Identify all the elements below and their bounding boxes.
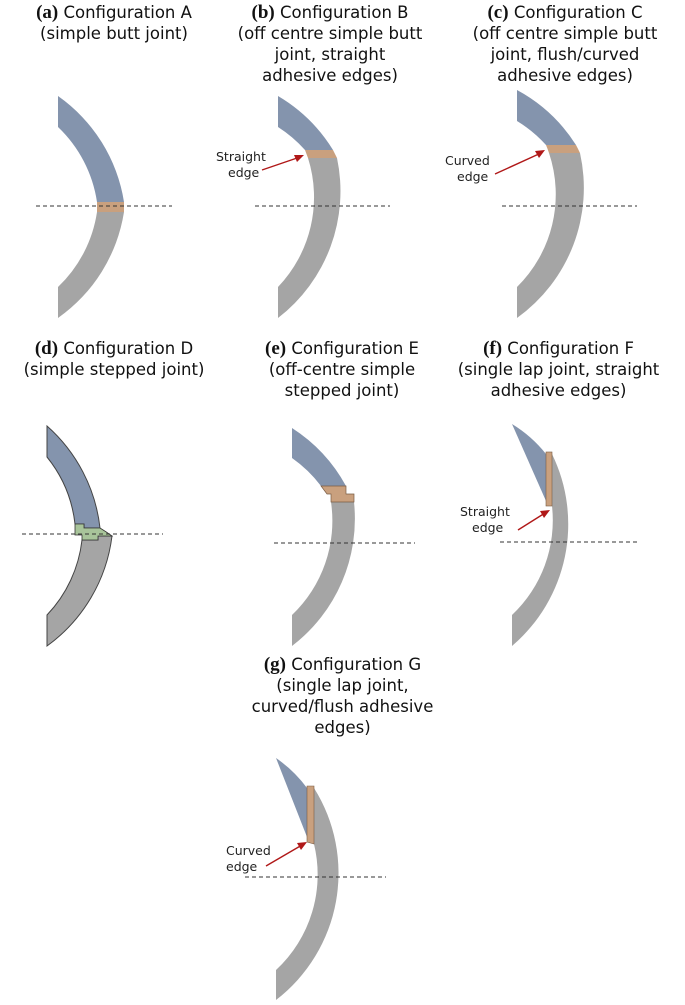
adhesive-layer (74, 523, 114, 541)
caption-sub-line: joint, flush/curved (490, 45, 640, 64)
upper-adherend (278, 96, 333, 150)
panel-a: (a) Configuration A (simple butt joint) (0, 0, 228, 330)
caption-sub-line: (off-centre simple (268, 360, 416, 379)
caption-sub-line: adhesive edges) (497, 66, 633, 85)
caption-a: (a) Configuration A (simple butt joint) (0, 2, 228, 44)
caption-sub-line: stepped joint) (284, 381, 400, 400)
callout-arrow (265, 844, 303, 867)
callout-arrowhead (297, 842, 307, 850)
callout-arrowhead (294, 155, 304, 162)
callout-label: edge (457, 169, 489, 184)
caption-sub-line: (simple stepped joint) (23, 360, 205, 379)
caption-f: (f) Configuration F (single lap joint, s… (444, 338, 673, 401)
caption-c: (c) Configuration C (off centre simple b… (445, 2, 685, 86)
lower-adherend (517, 153, 584, 318)
caption-title: Configuration E (291, 339, 419, 358)
caption-letter: (d) (34, 338, 59, 359)
adhesive-layer (306, 785, 315, 845)
caption-title: Configuration F (507, 339, 634, 358)
callout-label: edge (226, 859, 258, 874)
callout-arrowhead (540, 510, 550, 518)
adhesive-layer (546, 145, 580, 153)
caption-sub-line: adhesive edges) (262, 66, 398, 85)
joint-diagram-g: Curved edge (226, 758, 386, 1000)
upper-adherend (517, 90, 576, 145)
callout-arrow (261, 156, 301, 171)
caption-title: Configuration C (513, 3, 643, 22)
joint-diagram-c: Curved edge (445, 90, 637, 318)
caption-title: Configuration D (63, 339, 194, 358)
adhesive-layer (320, 485, 355, 503)
caption-sub-line: edges) (314, 718, 371, 737)
panel-b: (b) Configuration B (off centre simple b… (200, 0, 460, 330)
caption-title: Configuration A (63, 3, 192, 22)
panel-g: (g) Configuration G (single lap joint, c… (190, 652, 495, 1005)
caption-g: (g) Configuration G (single lap joint, c… (190, 654, 495, 738)
caption-sub-line: joint, straight (274, 45, 386, 64)
caption-sub-line: (off centre simple butt (472, 24, 658, 43)
caption-sub-line: (simple butt joint) (40, 24, 188, 43)
caption-sub-line: (off centre simple butt (237, 24, 423, 43)
upper-adherend (46, 424, 101, 529)
callout-arrow (517, 512, 546, 531)
joint-diagram-b: Straight edge (216, 96, 390, 318)
panel-c: (c) Configuration C (off centre simple b… (445, 0, 685, 330)
panel-f: (f) Configuration F (single lap joint, s… (456, 336, 685, 656)
callout-label: Curved (226, 843, 271, 858)
caption-title: Configuration G (291, 655, 422, 674)
callout-label: Curved (445, 153, 490, 168)
upper-adherend (292, 428, 346, 486)
lower-adherend (292, 502, 355, 646)
panel-d: (d) Configuration D (simple stepped join… (0, 336, 228, 656)
callout-label: Straight (216, 149, 266, 164)
caption-sub-line: (single lap joint, (276, 676, 409, 695)
caption-sub-line: adhesive edges) (490, 381, 627, 400)
adhesive-layer (545, 451, 553, 507)
upper-adherend (512, 424, 546, 501)
callout-label: Straight (460, 504, 510, 519)
caption-letter: (a) (36, 2, 59, 23)
adhesive-layer (97, 202, 124, 212)
caption-sub-line: (single lap joint, straight (457, 360, 660, 379)
joint-diagram-d (22, 424, 163, 647)
lower-adherend (278, 158, 341, 318)
lower-adherend (58, 212, 124, 318)
callout-arrow (494, 152, 542, 175)
adhesive-layer (305, 150, 337, 158)
callout-arrowhead (535, 150, 545, 158)
caption-d: (d) Configuration D (simple stepped join… (0, 338, 228, 380)
lower-adherend (276, 788, 339, 1000)
joint-diagram-a (36, 96, 172, 318)
lower-adherend (512, 454, 569, 646)
callout-label: edge (472, 520, 504, 535)
caption-letter: (f) (483, 338, 503, 359)
joint-diagram-e (274, 428, 415, 646)
lower-adherend (46, 535, 113, 647)
caption-e: (e) Configuration E (off-centre simple s… (228, 338, 456, 401)
callout-label: edge (228, 165, 260, 180)
caption-letter: (g) (263, 654, 286, 675)
caption-title: Configuration B (280, 3, 409, 22)
caption-b: (b) Configuration B (off centre simple b… (200, 2, 460, 86)
caption-letter: (e) (265, 338, 287, 359)
upper-adherend (58, 96, 124, 202)
caption-letter: (c) (487, 2, 509, 23)
joint-diagram-f: Straight edge (460, 424, 639, 646)
panel-e: (e) Configuration E (off-centre simple s… (228, 336, 456, 656)
upper-adherend (276, 758, 307, 837)
caption-sub-line: curved/flush adhesive (251, 697, 434, 716)
caption-letter: (b) (251, 2, 275, 23)
